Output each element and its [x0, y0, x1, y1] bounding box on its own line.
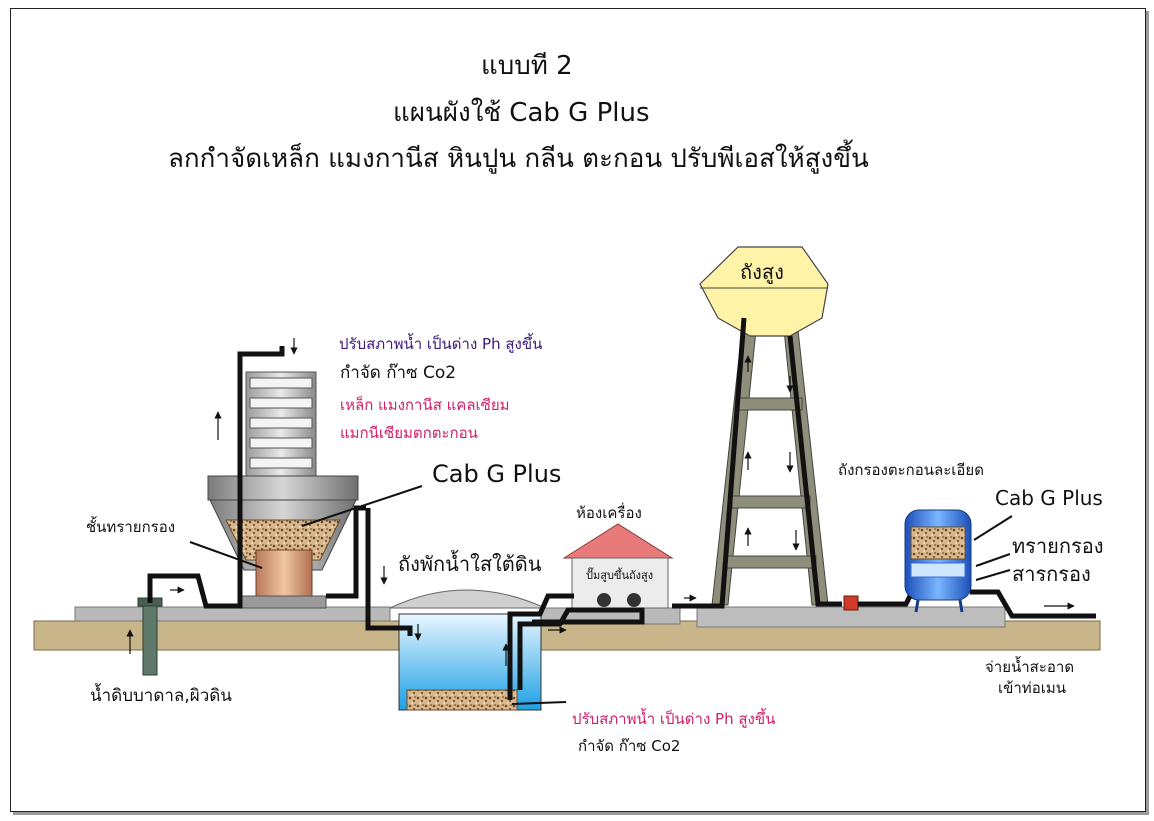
leader-lines [189, 485, 1013, 705]
aerator-tower [207, 371, 359, 609]
aerator-note-2: กำจัด ก๊าซ Co2 [340, 363, 457, 383]
pump-room-label: ห้องเครื่อง [576, 504, 642, 522]
cab-g-plus-main-label: Cab G Plus [432, 460, 562, 488]
aerator-note-1: ปรับสภาพน้ำ เป็นด่าง Ph สูงขึ้น [339, 335, 543, 353]
distribute-label-1: จ่ายน้ำสะอาด [985, 658, 1075, 676]
title-line-3: ลกกำจัดเหล็ก แมงกานีส หินปูน กลีน ตะกอน … [168, 144, 869, 174]
underground-tank-label: ถังพักน้ำใสใต้ดิน [398, 552, 542, 576]
title-line-1: แบบที 2 [481, 51, 573, 81]
high-tank-label: ถังสูง [740, 260, 784, 284]
tank-note-1: ปรับสภาพน้ำ เป็นด่าง Ph สูงขึ้น [572, 710, 776, 728]
flow-arrows [126, 338, 1075, 666]
raw-water-label: น้ำดิบบาดาล,ผิวดิน [90, 686, 232, 706]
filter-media-label: สารกรอง [1012, 562, 1091, 586]
tank-note-2: กำจัด ก๊าซ Co2 [578, 737, 681, 755]
pipes [147, 317, 1096, 700]
water-tower [699, 246, 829, 606]
valve [843, 595, 859, 611]
pump-house [562, 523, 674, 609]
diagram-frame [10, 8, 1146, 812]
aerator-note-4: แมกนีเซียมตกตะกอน [340, 424, 478, 442]
aerator-note-3: เหล็ก แมงกานีส แคลเซียม [340, 396, 510, 414]
fine-filter-tank [904, 509, 972, 613]
sand-layer-label: ชั้นทรายกรอง [86, 518, 176, 536]
pump-label: ปั๊มสูบขึ้นถังสูง [586, 569, 654, 582]
title-line-2: แผนผังใช้ Cab G Plus [393, 98, 650, 128]
distribute-label-2: เข้าท่อเมน [998, 679, 1066, 697]
fine-filter-label: ถังกรองตะกอนละเอียด [838, 461, 984, 479]
underground-tank [389, 589, 546, 711]
cab-g-plus-filter-label: Cab G Plus [995, 486, 1103, 510]
filter-sand-label: ทรายกรอง [1012, 534, 1104, 558]
